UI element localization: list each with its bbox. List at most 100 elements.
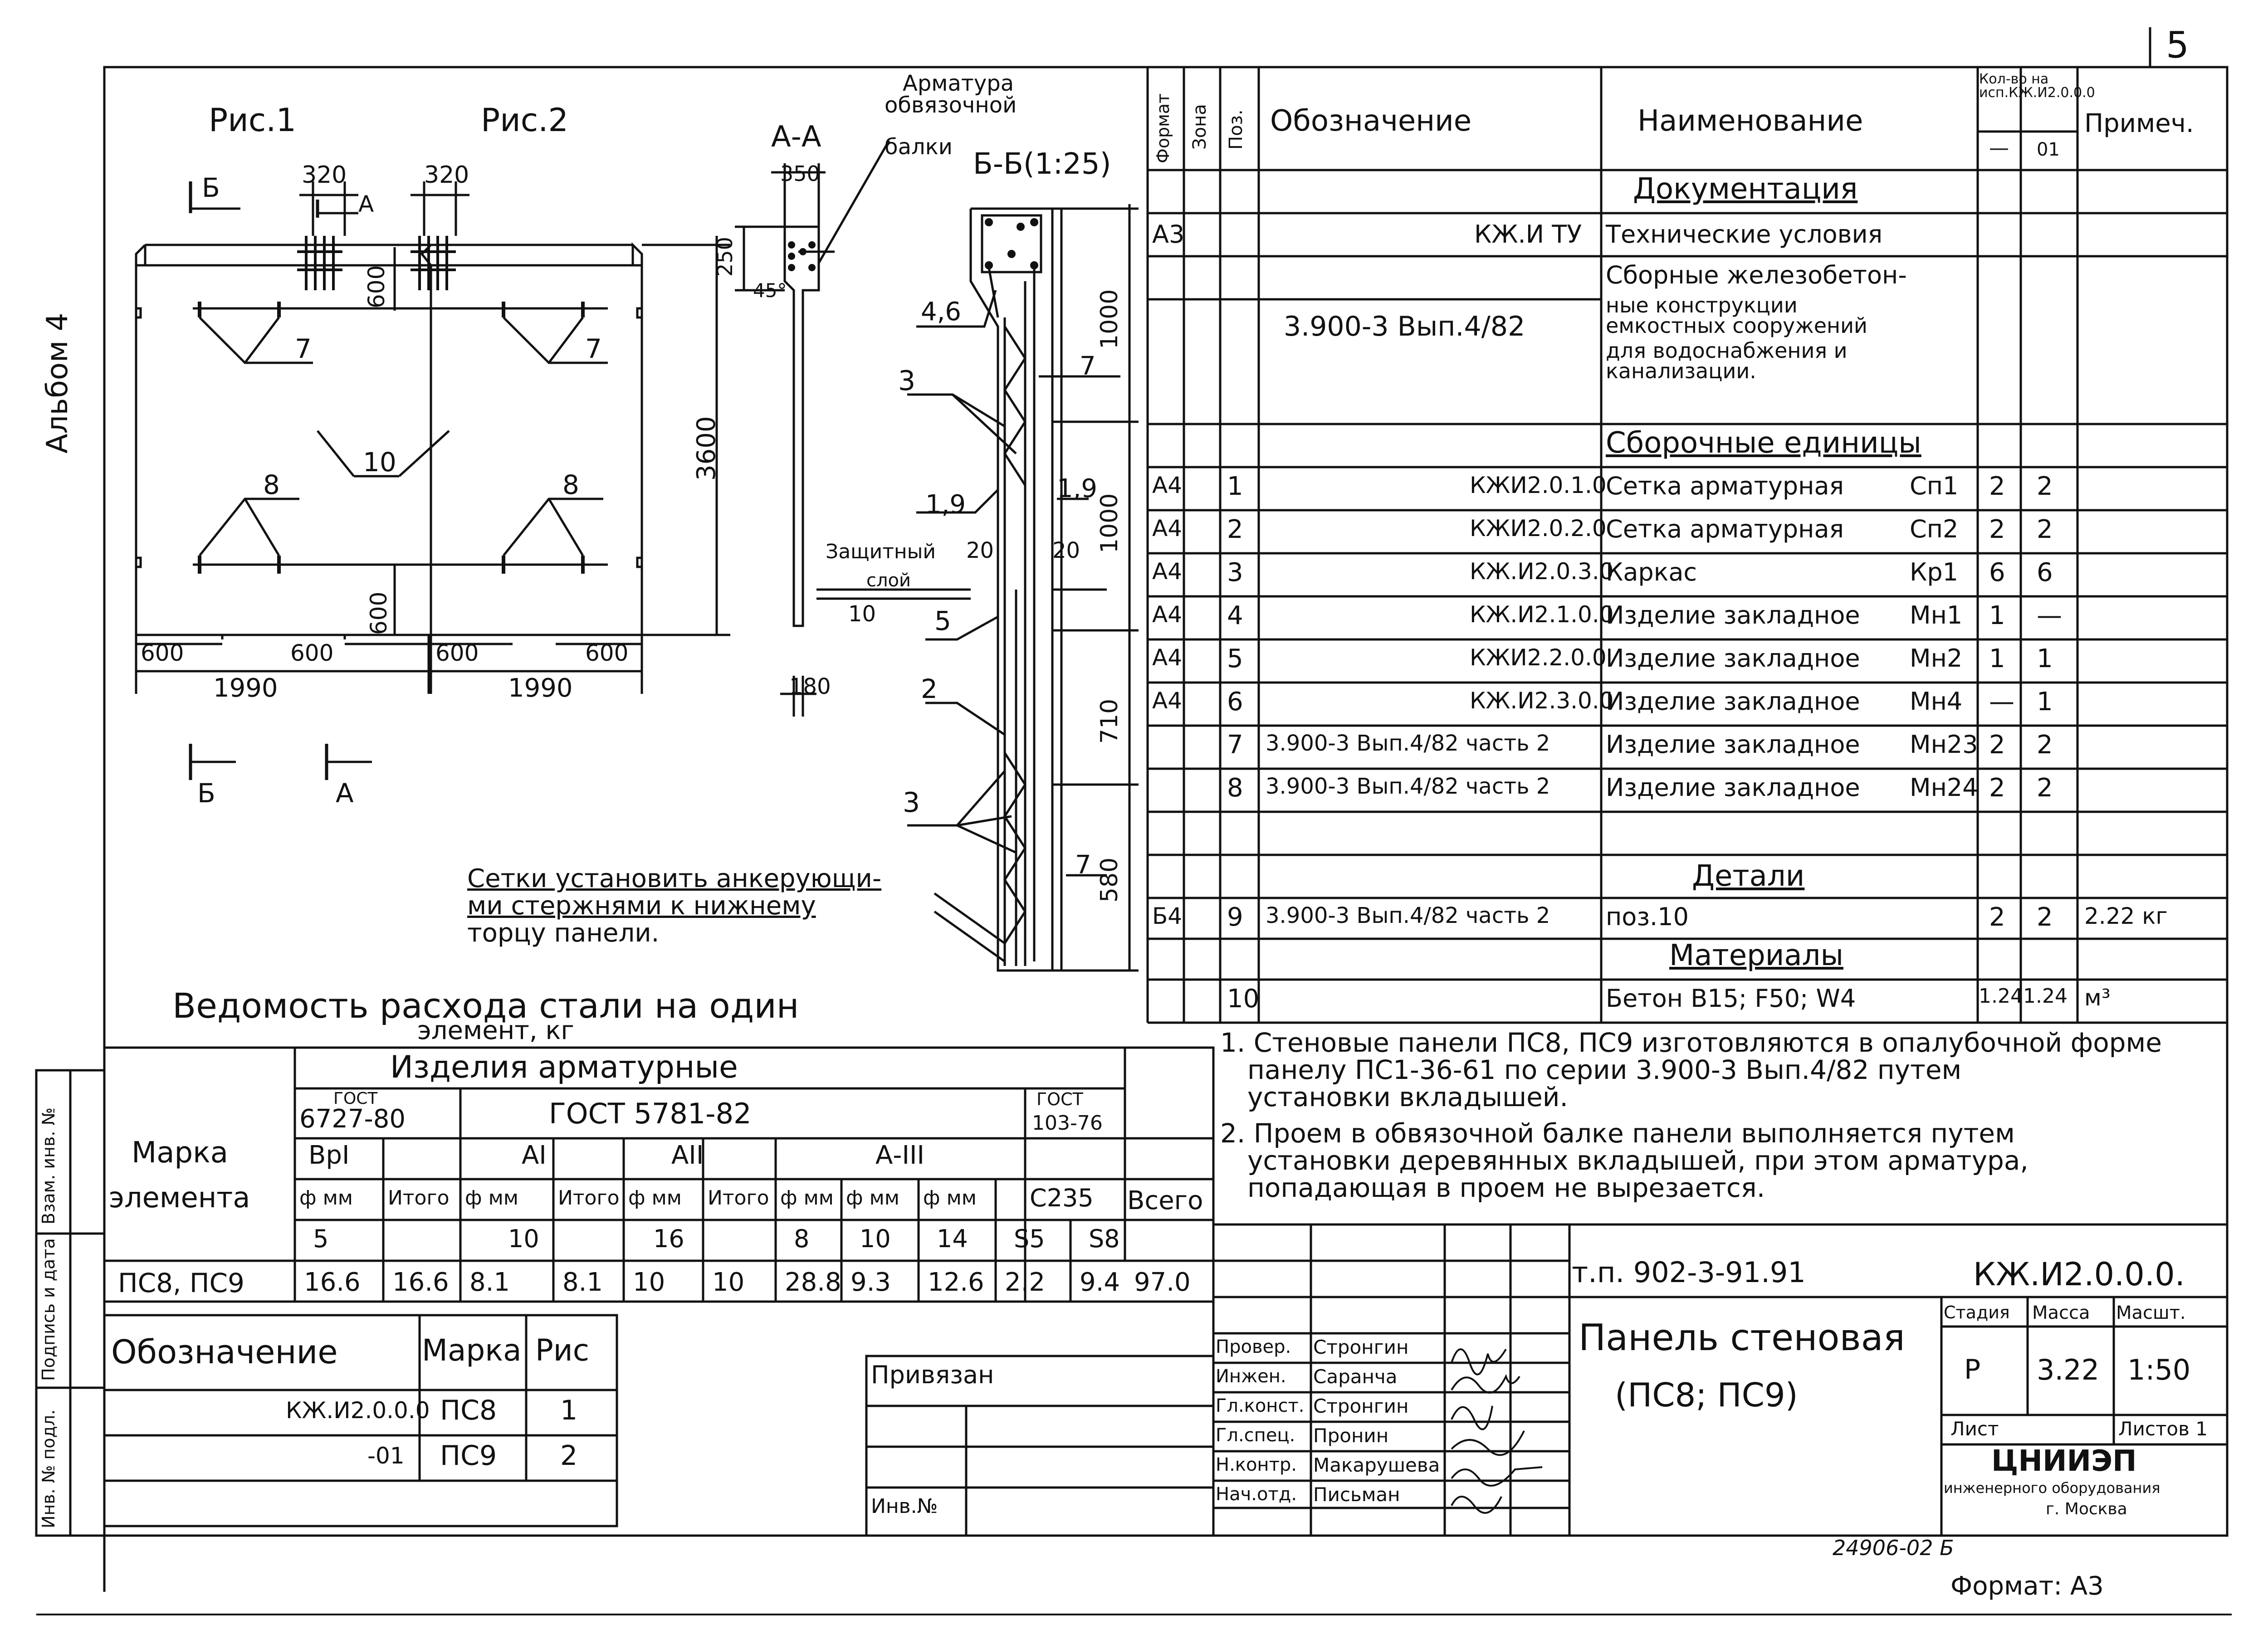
stamp-role: Инжен. xyxy=(1216,1366,1286,1387)
spec-row-q1: 1 xyxy=(1989,601,2005,630)
spec-row-q2: 6 xyxy=(2037,558,2053,587)
spec-row-name: Изделие закладное xyxy=(1606,644,1860,673)
steel-h-a1: АI xyxy=(522,1141,547,1170)
steel-h-cell: Итого xyxy=(388,1186,450,1210)
steel-h-cell: ф мм xyxy=(923,1186,977,1210)
spec-h-qty-dash: — xyxy=(1989,137,2009,160)
steel-h-c235: С235 xyxy=(1030,1184,1094,1212)
spec-h-designation: Обозначение xyxy=(1270,104,1472,138)
spec-row-designation: КЖИ2.0.2.0 xyxy=(1470,515,1607,541)
spec-row-designation: КЖ.И2.0.3.0 xyxy=(1470,558,1614,585)
spec-doc-designation: КЖ.И ТУ xyxy=(1474,220,1582,249)
spec-row-q2: 2 xyxy=(2037,730,2053,760)
stamp-title-1: Панель стеновая xyxy=(1579,1317,1905,1359)
spec-row-mark: Мн4 xyxy=(1910,687,1963,716)
pos-10: 10 xyxy=(363,447,396,478)
dim-20-a: 20 xyxy=(966,538,994,563)
spec-row-q1: 1.24 xyxy=(1979,985,2023,1008)
stamp-role-person: Письман xyxy=(1313,1483,1400,1506)
section-bb-title: Б-Б(1:25) xyxy=(973,147,1111,181)
spec-row-format: А4 xyxy=(1152,601,1183,628)
spec-row-q1: 2 xyxy=(1989,773,2005,803)
note-1-line-1: 1. Стеновые панели ПС8, ПС9 изготовляютс… xyxy=(1220,1027,2162,1058)
marks-row2-mark: ПС9 xyxy=(440,1440,497,1472)
note-2-line-3: попадающая в проем не вырезается. xyxy=(1247,1172,1765,1203)
marks-row1-desig: КЖ.И2.0.0.0 xyxy=(286,1397,430,1424)
dim-600-r1: 600 xyxy=(290,640,334,666)
steel-row-value: 10 xyxy=(633,1268,665,1297)
stamp-stage-h: Стадия xyxy=(1944,1302,2010,1322)
spec-h-name: Наименование xyxy=(1637,104,1863,138)
pos-8-a: 8 xyxy=(263,469,280,500)
steel-row-value: 16.6 xyxy=(304,1268,361,1297)
steel-h-total: Всего xyxy=(1127,1186,1203,1215)
dim-600-l1: 600 xyxy=(141,640,184,666)
spec-row-name: Изделие закладное xyxy=(1606,773,1860,802)
pos-7-d: 7 xyxy=(1075,850,1091,880)
dim-20-b: 20 xyxy=(1052,538,1080,563)
steel-row-value: 2.2 xyxy=(1005,1268,1046,1297)
spec-row-designation: 3.900-3 Вып.4/82 часть 2 xyxy=(1266,903,1550,928)
steel-h-gost6727-1: ГОСТ xyxy=(333,1089,378,1108)
stamp-role: Гл.конст. xyxy=(1216,1395,1305,1416)
spec-row-designation: КЖИ2.2.0.0 xyxy=(1470,644,1607,671)
title-block-grid xyxy=(865,1223,2227,1537)
spec-row-designation: 3.900-3 Вып.4/82 часть 2 xyxy=(1266,774,1550,799)
spec-h-note: Примеч. xyxy=(2084,109,2194,138)
spec-row-pos: 4 xyxy=(1227,601,1243,630)
marks-h-mark: Марка xyxy=(422,1333,522,1368)
stamp-inv: Инв.№ xyxy=(871,1495,938,1518)
steel-h-cell: ф мм xyxy=(846,1186,899,1210)
pos-1-9-a: 1,9 xyxy=(925,490,966,519)
steel-row-value: 8.1 xyxy=(469,1268,510,1297)
stamp-org-1: ЦНИИЭП xyxy=(1991,1444,2137,1478)
spec-doc2-name-1: Сборные железобетон- xyxy=(1606,261,1907,289)
steel-h-gost103-1: ГОСТ xyxy=(1036,1089,1083,1109)
section-mark-b-top: Б xyxy=(202,172,220,203)
spec-row-name: Каркас xyxy=(1606,558,1697,586)
spec-row-q1: 6 xyxy=(1989,558,2005,587)
steel-h-vr1: ВрI xyxy=(308,1141,350,1170)
spec-row-pos: 8 xyxy=(1227,773,1243,803)
spec-row-q2: 1 xyxy=(2037,644,2053,673)
spec-row-q2: 2 xyxy=(2037,773,2053,803)
steel-row-value: 9.4 xyxy=(1080,1268,1120,1297)
stamp-org-3: г. Москва xyxy=(2046,1500,2127,1518)
spec-row-pos: 10 xyxy=(1227,984,1260,1014)
spec-row-q1: 2 xyxy=(1989,515,2005,544)
steel-row-value: 97.0 xyxy=(1134,1268,1191,1297)
pos-7-b: 7 xyxy=(585,333,602,364)
steel-row-value: 12.6 xyxy=(928,1268,984,1297)
steel-diam: S8 xyxy=(1089,1224,1120,1253)
spec-row-format: А4 xyxy=(1152,472,1183,498)
pos-3-b: 3 xyxy=(903,787,920,819)
steel-diam: 8 xyxy=(794,1224,810,1253)
steel-diam: S5 xyxy=(1014,1224,1045,1253)
spec-doc2-designation: 3.900-3 Вып.4/82 xyxy=(1284,311,1525,342)
stamp-role: Нач.отд. xyxy=(1216,1484,1297,1505)
spec-row-pos: 1 xyxy=(1227,472,1243,501)
dim-45deg: 45° xyxy=(753,279,787,302)
stamp-code: КЖ.И2.0.0.0. xyxy=(1973,1256,2185,1293)
note-1-line-2: панелу ПС1-36-61 по серии 3.900-3 Вып.4/… xyxy=(1247,1054,1962,1085)
spec-row-note: 2.22 кг xyxy=(2084,903,2168,929)
fig1-title: Рис.1 xyxy=(209,102,296,139)
spec-doc2-name-3: емкостных сооружений xyxy=(1606,313,1867,338)
steel-title-1: Ведомость расхода стали на один xyxy=(172,985,799,1026)
dim-600-l2: 600 xyxy=(435,640,479,666)
marks-row1-fig: 1 xyxy=(560,1395,578,1426)
spec-row-q1: 2 xyxy=(1989,472,2005,501)
stamp-role: Н.контр. xyxy=(1216,1454,1297,1475)
dim-10: 10 xyxy=(848,601,876,627)
spec-row-format: А4 xyxy=(1152,515,1183,541)
pos-7-a: 7 xyxy=(295,333,312,364)
spec-row-q2: — xyxy=(2037,601,2062,630)
bottom-code: 24906-02 Б xyxy=(1833,1536,1954,1560)
marks-row1-mark: ПС8 xyxy=(440,1395,497,1426)
spec-row-designation: КЖ.И2.3.0.0 xyxy=(1470,688,1614,714)
spec-row-pos: 3 xyxy=(1227,558,1243,587)
protective-layer-1: Защитный xyxy=(826,540,936,563)
anchor-note-3: торцу панели. xyxy=(467,918,660,948)
section-aa-title: А-А xyxy=(771,120,821,154)
spec-row-q1: 2 xyxy=(1989,902,2005,932)
